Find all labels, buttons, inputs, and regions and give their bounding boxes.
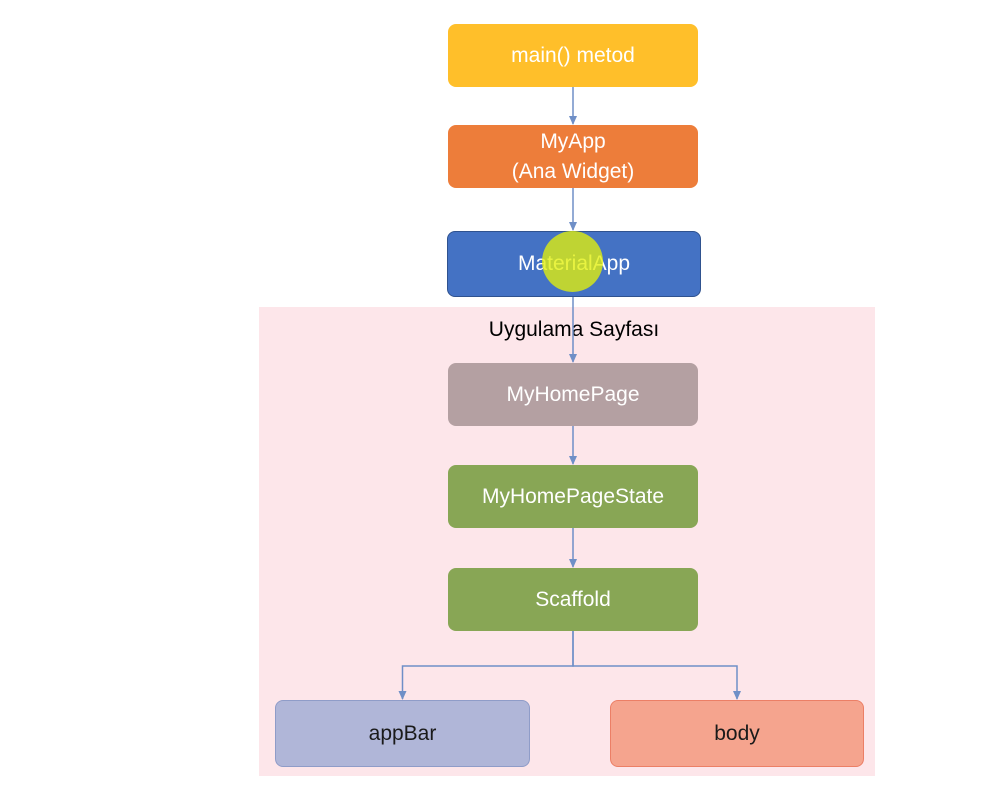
node-label-line: appBar bbox=[368, 721, 437, 745]
node-main-method: main() metod bbox=[448, 24, 698, 87]
node-label-line: Scaffold bbox=[535, 587, 611, 611]
node-scaffold: Scaffold bbox=[448, 568, 698, 631]
node-label-line: main() metod bbox=[511, 43, 635, 67]
node-label-line: MyHomePageState bbox=[481, 484, 665, 508]
node-myapp: MyApp (Ana Widget) bbox=[448, 125, 698, 188]
edge-scaffold-to-body bbox=[572, 631, 741, 700]
node-myhomepagestate: MyHomePageState bbox=[448, 465, 698, 528]
node-label-line: MyHomePage bbox=[506, 382, 640, 406]
node-myhomepage: MyHomePage bbox=[448, 363, 698, 426]
node-label-line: MyApp bbox=[540, 129, 606, 153]
node-body: body bbox=[610, 700, 864, 767]
node-label-line: body bbox=[714, 721, 760, 745]
node-appbar: appBar bbox=[275, 700, 530, 767]
node-label-line: (Ana Widget) bbox=[511, 159, 635, 183]
cursor-highlight bbox=[542, 231, 603, 292]
region-title: Uygulama Sayfası bbox=[488, 318, 660, 341]
edge-scaffold-to-appbar bbox=[398, 631, 574, 700]
